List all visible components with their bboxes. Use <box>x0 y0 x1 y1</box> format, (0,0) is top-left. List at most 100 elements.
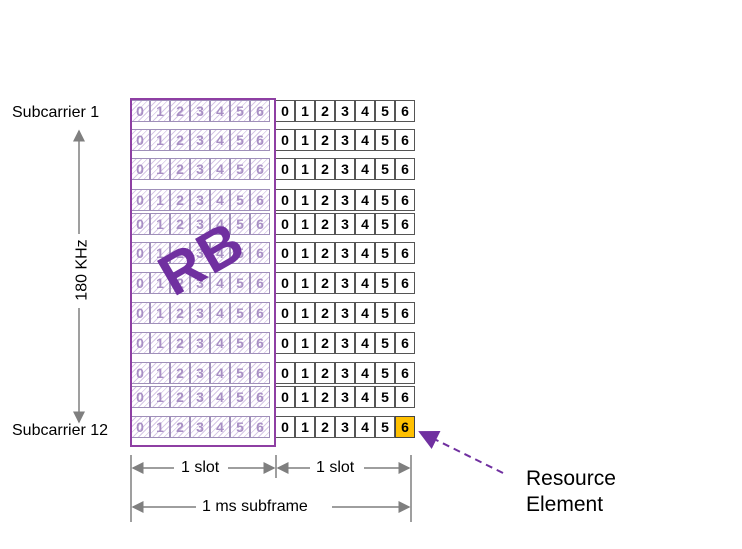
symbol-cell: 3 <box>335 213 355 235</box>
symbol-cell: 4 <box>355 416 375 438</box>
symbol-cell: 6 <box>395 302 415 324</box>
rb-symbol-cell: 6 <box>250 302 270 324</box>
rb-symbol-cell: 2 <box>170 242 190 264</box>
symbol-cell: 2 <box>315 302 335 324</box>
symbol-cell: 4 <box>355 213 375 235</box>
rb-symbol-cell: 6 <box>250 362 270 384</box>
symbol-cell: 3 <box>335 386 355 408</box>
symbol-cell: 2 <box>315 362 335 384</box>
symbol-cell: 3 <box>335 242 355 264</box>
symbol-cell: 4 <box>355 158 375 180</box>
rb-symbol-cell: 6 <box>250 242 270 264</box>
symbol-cell: 1 <box>295 272 315 294</box>
rb-symbol-cell: 6 <box>250 213 270 235</box>
rb-symbol-cell: 4 <box>210 213 230 235</box>
symbol-cell: 6 <box>395 386 415 408</box>
rb-symbol-cell: 1 <box>150 386 170 408</box>
rb-symbol-cell: 3 <box>190 332 210 354</box>
rb-symbol-cell: 1 <box>150 242 170 264</box>
rb-symbol-cell: 3 <box>190 100 210 122</box>
symbol-cell: 0 <box>275 189 295 211</box>
rb-symbol-cell: 1 <box>150 129 170 151</box>
symbol-cell: 4 <box>355 189 375 211</box>
symbol-cell: 2 <box>315 332 335 354</box>
symbol-cell: 6 <box>395 362 415 384</box>
symbol-cell: 2 <box>315 242 335 264</box>
symbol-cell: 4 <box>355 362 375 384</box>
rb-symbol-cell: 1 <box>150 189 170 211</box>
symbol-cell: 1 <box>295 416 315 438</box>
symbol-cell: 2 <box>315 386 335 408</box>
rb-symbol-cell: 1 <box>150 272 170 294</box>
rb-symbol-cell: 2 <box>170 386 190 408</box>
resource-block-outline <box>130 98 276 447</box>
rb-symbol-cell: 3 <box>190 416 210 438</box>
rb-symbol-cell: 2 <box>170 158 190 180</box>
rb-symbol-cell: 2 <box>170 272 190 294</box>
rb-symbol-cell: 5 <box>230 242 250 264</box>
rb-symbol-cell: 5 <box>230 362 250 384</box>
rb-symbol-cell: 4 <box>210 416 230 438</box>
symbol-cell: 3 <box>335 416 355 438</box>
symbol-cell: 4 <box>355 332 375 354</box>
symbol-cell: 5 <box>375 332 395 354</box>
resource-element-label-line1: Resource <box>526 467 616 490</box>
symbol-cell: 1 <box>295 302 315 324</box>
symbol-cell: 6 <box>395 158 415 180</box>
rb-symbol-cell: 2 <box>170 362 190 384</box>
symbol-cell: 5 <box>375 242 395 264</box>
symbol-cell: 5 <box>375 272 395 294</box>
rb-symbol-cell: 3 <box>190 386 210 408</box>
symbol-cell: 1 <box>295 213 315 235</box>
rb-symbol-cell: 6 <box>250 272 270 294</box>
rb-symbol-cell: 0 <box>130 242 150 264</box>
rb-symbol-cell: 2 <box>170 302 190 324</box>
symbol-cell: 5 <box>375 416 395 438</box>
rb-symbol-cell: 5 <box>230 332 250 354</box>
symbol-cell: 6 <box>395 332 415 354</box>
rb-symbol-cell: 0 <box>130 100 150 122</box>
rb-symbol-cell: 6 <box>250 100 270 122</box>
symbol-cell: 3 <box>335 332 355 354</box>
symbol-cell: 6 <box>395 100 415 122</box>
symbol-cell: 5 <box>375 362 395 384</box>
rb-symbol-cell: 4 <box>210 302 230 324</box>
symbol-cell: 5 <box>375 100 395 122</box>
rb-symbol-cell: 4 <box>210 272 230 294</box>
symbol-cell: 6 <box>395 129 415 151</box>
rb-symbol-cell: 1 <box>150 213 170 235</box>
rb-symbol-cell: 6 <box>250 416 270 438</box>
resource-element-pointer <box>418 431 504 474</box>
rb-symbol-cell: 3 <box>190 213 210 235</box>
resource-element-cell: 6 <box>395 416 415 438</box>
symbol-cell: 2 <box>315 100 335 122</box>
subframe-label: 1 ms subframe <box>202 498 308 515</box>
symbol-cell: 4 <box>355 302 375 324</box>
rb-symbol-cell: 5 <box>230 272 250 294</box>
symbol-cell: 2 <box>315 416 335 438</box>
symbol-cell: 6 <box>395 242 415 264</box>
rb-symbol-cell: 6 <box>250 386 270 408</box>
symbol-cell: 3 <box>335 302 355 324</box>
symbol-cell: 4 <box>355 242 375 264</box>
symbol-cell: 5 <box>375 129 395 151</box>
symbol-cell: 2 <box>315 189 335 211</box>
slot-1-label: 1 slot <box>181 459 220 476</box>
rb-symbol-cell: 5 <box>230 386 250 408</box>
rb-symbol-cell: 4 <box>210 100 230 122</box>
symbol-cell: 3 <box>335 129 355 151</box>
rb-symbol-cell: 4 <box>210 242 230 264</box>
symbol-cell: 0 <box>275 362 295 384</box>
rb-symbol-cell: 3 <box>190 362 210 384</box>
symbol-cell: 3 <box>335 362 355 384</box>
rb-symbol-cell: 5 <box>230 416 250 438</box>
rb-symbol-cell: 2 <box>170 213 190 235</box>
rb-symbol-cell: 2 <box>170 332 190 354</box>
symbol-cell: 3 <box>335 272 355 294</box>
symbol-cell: 4 <box>355 129 375 151</box>
rb-symbol-cell: 4 <box>210 189 230 211</box>
symbol-cell: 1 <box>295 362 315 384</box>
rb-symbol-cell: 3 <box>190 129 210 151</box>
rb-symbol-cell: 5 <box>230 213 250 235</box>
